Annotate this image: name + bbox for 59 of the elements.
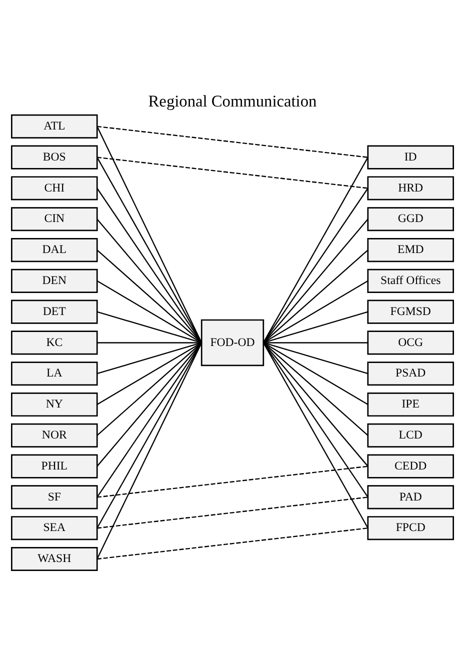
node-box: DAL [11,237,98,262]
connector [96,187,202,343]
node-box: KC [11,330,98,354]
connector [96,280,202,343]
connector [97,496,368,528]
connector [263,310,368,343]
connector [97,156,368,188]
connector [96,342,202,374]
node-box: PHIL [11,454,98,478]
connector [262,156,368,343]
connector [96,342,202,436]
connector [96,310,202,343]
connector [96,342,202,498]
node-box: CEDD [367,454,454,478]
connector [96,249,202,343]
connector [97,527,368,560]
node-box: DET [11,299,98,324]
node-box: LCD [367,422,454,447]
connector [97,465,368,498]
connector [262,342,368,498]
node-box: CIN [11,206,98,231]
node-box: PSAD [367,361,454,386]
node-box: HRD [367,176,454,200]
node-box: PAD [367,484,454,509]
node-box: IPE [367,392,454,416]
connector [263,342,368,436]
connector [96,342,202,466]
node-box: DEN [11,268,98,292]
node-box: GGD [367,206,454,231]
connector [262,187,368,343]
diagram-title: Regional Communication [148,90,317,110]
connector [262,342,368,466]
node-box: ATL [11,114,98,138]
connector [97,125,368,158]
node-box: SF [11,484,98,509]
node-box: NOR [11,422,98,447]
connector [97,342,202,343]
connector [263,280,368,343]
node-box: CHI [11,176,98,200]
node-box: FPCD [367,516,454,540]
node-box: NY [11,392,98,416]
connector [262,342,368,528]
node-box: FOD-OD [200,318,264,366]
node-box: FGMSD [367,299,454,324]
connector [263,342,368,374]
connector [263,342,368,405]
node-box: BOS [11,144,98,169]
connector [96,218,202,343]
connector [263,342,368,343]
connector [263,249,368,343]
connector [262,218,368,343]
node-box: Staff Offices [367,268,454,292]
connector [96,342,202,405]
node-box: WASH [11,546,98,571]
node-box: LA [11,361,98,386]
node-box: ID [367,144,454,169]
node-box: OCG [367,330,454,354]
node-box: EMD [367,237,454,262]
node-box: SEA [11,516,98,540]
